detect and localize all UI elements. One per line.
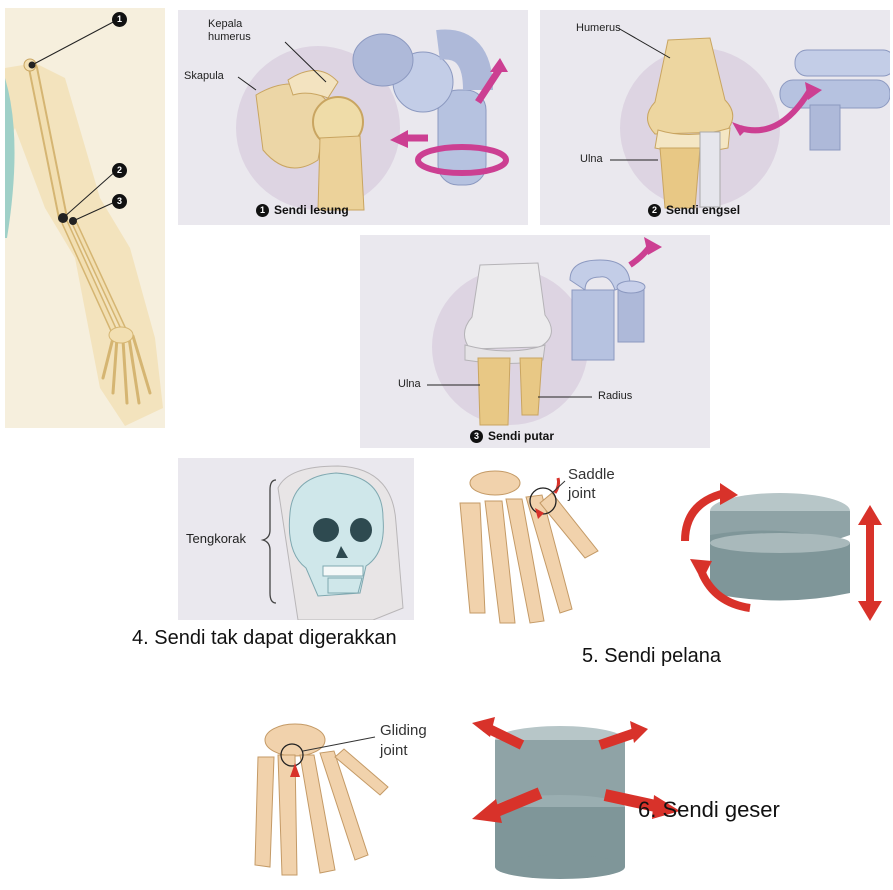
ball-socket-panel: Kepala humerus Skapula 1 Sendi lesung (178, 10, 528, 225)
ball-socket-caption: 1 Sendi lesung (256, 203, 349, 217)
label-saddle-2: joint (568, 484, 596, 503)
badge-3: 3 (470, 430, 483, 443)
pivot-illustration (360, 235, 710, 448)
gliding-illustration (240, 715, 690, 885)
skull-panel: Tengkorak (178, 458, 414, 620)
label-skull: Tengkorak (186, 531, 246, 546)
pivot-caption: 3 Sendi putar (470, 429, 554, 443)
gliding-panel: Gliding joint (240, 715, 690, 885)
pivot-caption-text: Sendi putar (488, 429, 554, 443)
saddle-panel: Saddle joint (440, 463, 890, 638)
label-scapula: Skapula (184, 70, 224, 82)
label-gliding-2: joint (380, 741, 408, 760)
label-radius: Radius (598, 390, 632, 402)
saddle-illustration (440, 463, 890, 638)
badge-2: 2 (648, 204, 661, 217)
label-ulna-pivot: Ulna (398, 378, 421, 390)
skull-caption: 4. Sendi tak dapat digerakkan (132, 627, 397, 650)
arm-skeleton-illustration (5, 8, 165, 428)
saddle-caption: 5. Sendi pelana (582, 645, 721, 668)
label-gliding-1: Gliding (380, 721, 427, 740)
marker-2: 2 (112, 163, 127, 178)
marker-1: 1 (112, 12, 127, 27)
label-ulna-hinge: Ulna (580, 153, 603, 165)
marker-3: 3 (112, 194, 127, 209)
pivot-panel: Ulna Radius 3 Sendi putar (360, 235, 710, 448)
label-humerus: Humerus (576, 22, 621, 34)
gliding-caption: 6. Sendi geser (638, 797, 780, 823)
ball-socket-caption-text: Sendi lesung (274, 203, 349, 217)
label-humerus-head: Kepala humerus (208, 18, 266, 44)
hinge-caption: 2 Sendi engsel (648, 203, 740, 217)
label-saddle-1: Saddle (568, 465, 615, 484)
arm-skeleton-panel: 1 2 3 (5, 8, 165, 428)
hinge-caption-text: Sendi engsel (666, 203, 740, 217)
hinge-illustration (540, 10, 890, 225)
hinge-panel: Humerus Ulna 2 Sendi engsel (540, 10, 890, 225)
badge-1: 1 (256, 204, 269, 217)
